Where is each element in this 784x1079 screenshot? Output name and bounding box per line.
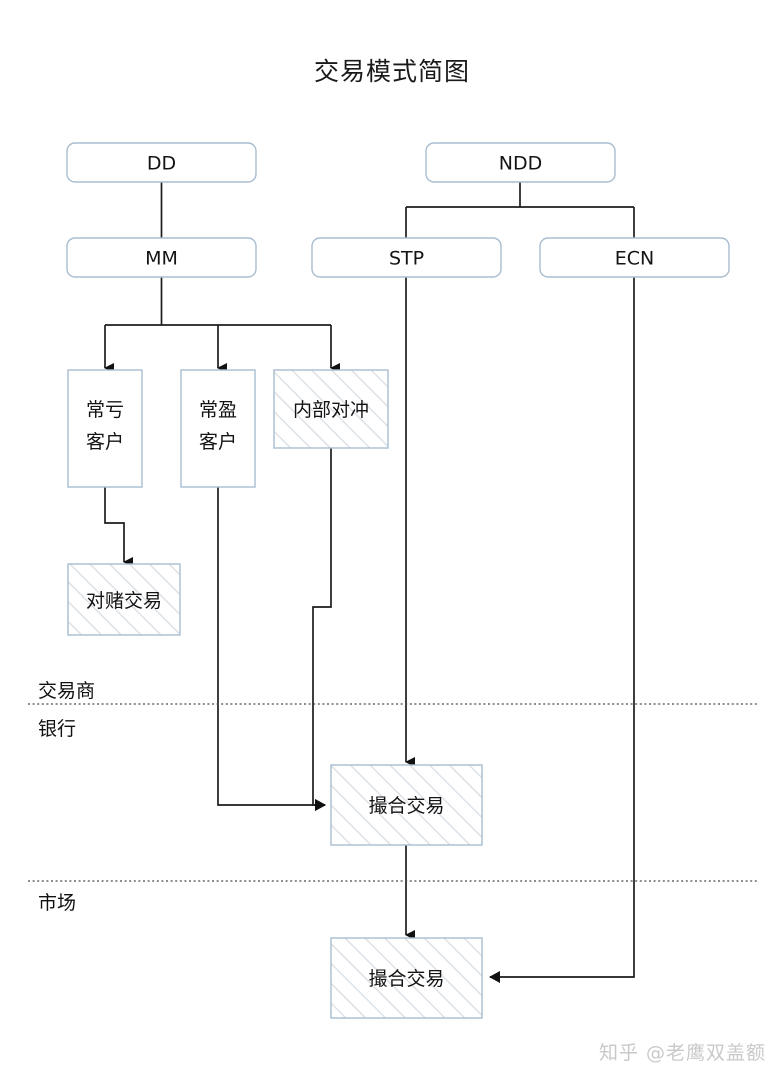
node-loss-client[interactable]: 常亏 客户	[67, 369, 143, 488]
node-profit-client[interactable]: 常盈 客户	[180, 369, 256, 488]
node-ecn-label: ECN	[615, 248, 654, 270]
node-match-trade-bank-label: 撮合交易	[368, 795, 444, 817]
node-bet-trade-label: 对赌交易	[86, 590, 162, 612]
node-ecn-box[interactable]	[539, 237, 730, 278]
connector-internal-hedge-to-match-bank	[312, 448, 332, 811]
node-internal-hedge-box[interactable]	[273, 369, 389, 449]
node-stp-label: STP	[389, 248, 424, 270]
node-loss-client-label-line2: 客户	[86, 431, 124, 453]
node-mm-label: MM	[145, 248, 178, 270]
connector-layer	[104, 182, 635, 983]
node-internal-hedge[interactable]: 内部对冲	[273, 369, 389, 449]
watermark: 知乎 @老鹰双盖额	[598, 1042, 766, 1064]
node-ndd-label: NDD	[499, 153, 542, 175]
node-ndd[interactable]: NDD	[425, 142, 616, 183]
node-mm[interactable]: MM	[66, 237, 257, 278]
page-title: 交易模式简图	[313, 57, 470, 86]
node-profit-client-label-line1: 常盈	[199, 399, 237, 421]
node-ndd-box[interactable]	[425, 142, 616, 183]
node-profit-client-box[interactable]	[180, 369, 256, 488]
node-dd-label: DD	[147, 153, 176, 175]
node-match-trade-market-label: 撮合交易	[368, 968, 444, 990]
node-match-trade-market-box[interactable]	[330, 937, 483, 1019]
connector-ecn-to-match-market	[489, 277, 635, 983]
node-bet-trade[interactable]: 对赌交易	[67, 563, 181, 636]
node-dd[interactable]: DD	[66, 142, 257, 183]
node-mm-box[interactable]	[66, 237, 257, 278]
node-stp[interactable]: STP	[311, 237, 502, 278]
band-divider-layer	[28, 703, 757, 882]
node-profit-client-label-line2: 客户	[199, 431, 237, 453]
node-stp-box[interactable]	[311, 237, 502, 278]
band-label-market: 市场	[38, 892, 76, 914]
connector-profit-client-to-match-bank	[217, 487, 326, 811]
node-internal-hedge-label: 内部对冲	[293, 399, 369, 421]
node-dd-box[interactable]	[66, 142, 257, 183]
node-bet-trade-box[interactable]	[67, 563, 181, 636]
node-loss-client-box[interactable]	[67, 369, 143, 488]
node-match-trade-bank-box[interactable]	[330, 764, 483, 846]
node-loss-client-label-line1: 常亏	[86, 399, 124, 421]
node-match-trade-market[interactable]: 撮合交易	[330, 937, 483, 1019]
connector-loss-client-to-bet-trade	[104, 487, 133, 567]
band-label-dealer: 交易商	[38, 680, 95, 702]
node-match-trade-bank[interactable]: 撮合交易	[330, 764, 483, 846]
band-label-bank: 银行	[38, 718, 76, 740]
node-ecn[interactable]: ECN	[539, 237, 730, 278]
